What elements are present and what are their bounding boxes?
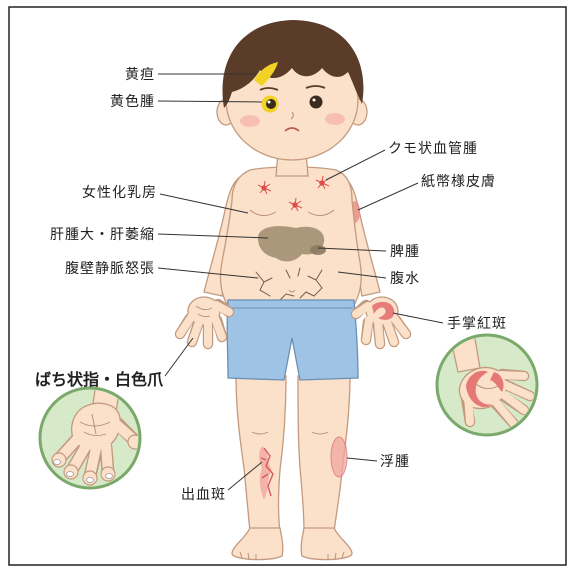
- label-purpura: 出血斑: [181, 487, 226, 503]
- inset-palmar-erythema: [437, 333, 537, 435]
- label-gynecomastia: 女性化乳房: [82, 184, 157, 201]
- label-hepatomegaly-atrophy: 肝腫大・肝萎縮: [50, 227, 155, 243]
- label-spider-angioma: クモ状血管腫: [388, 141, 478, 157]
- label-abdominal-vein-distension: 腹壁静脈怒張: [65, 260, 155, 277]
- label-splenomegaly: 脾腫: [390, 244, 420, 260]
- label-xanthoma: 黄色腫: [110, 93, 155, 110]
- label-clubbing-white-nails: ばち状指・白色爪: [35, 370, 164, 389]
- spleen-shape: [310, 245, 326, 255]
- left-eye-yellow: [262, 96, 279, 113]
- label-edema: 浮腫: [380, 454, 410, 470]
- label-jaundice: 黄疸: [125, 66, 155, 83]
- right-eye: [310, 96, 323, 109]
- label-palmar-erythema: 手掌紅斑: [447, 316, 507, 332]
- edema-patch: [331, 437, 347, 477]
- label-ascites: 腹水: [390, 270, 420, 287]
- label-paper-money-skin: 紙幣様皮膚: [421, 174, 496, 190]
